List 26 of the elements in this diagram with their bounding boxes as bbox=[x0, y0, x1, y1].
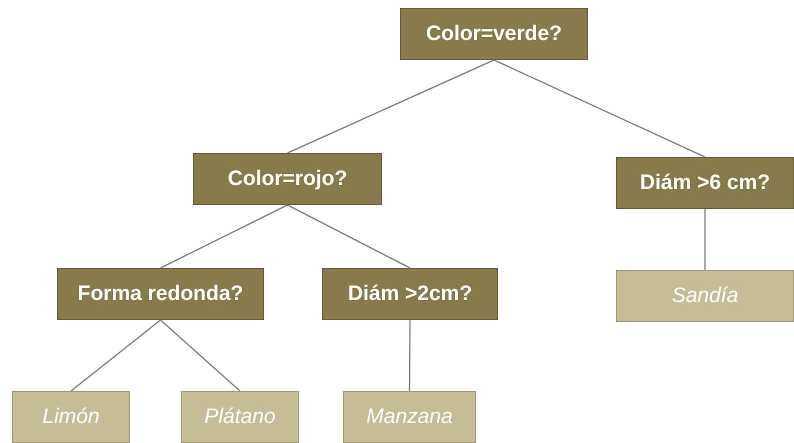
fruit-label: Limón bbox=[42, 405, 100, 429]
connector-line bbox=[70, 320, 161, 392]
connector-line bbox=[704, 209, 706, 270]
leaf-box bbox=[616, 270, 794, 322]
connector-line bbox=[160, 204, 288, 269]
leaf-box bbox=[343, 391, 476, 443]
decision-box bbox=[616, 157, 794, 209]
connector-line bbox=[408, 320, 411, 391]
connector-line bbox=[494, 59, 706, 158]
question-text: Diám >6 cm? bbox=[640, 171, 770, 195]
leaf-box bbox=[12, 391, 130, 443]
question-text: Color=verde? bbox=[426, 22, 562, 46]
leaf-box bbox=[181, 391, 299, 443]
fruit-label: Manzana bbox=[366, 405, 453, 429]
fruit-label: Sandía bbox=[672, 284, 738, 308]
decision-box bbox=[400, 8, 588, 60]
fruit-label: Plátano bbox=[204, 405, 276, 429]
question-text: Forma redonda? bbox=[78, 282, 244, 306]
question-text: Diám >2cm? bbox=[348, 282, 472, 306]
connector-line bbox=[287, 59, 494, 154]
decision-box bbox=[193, 153, 382, 205]
question-text: Color=rojo? bbox=[228, 167, 348, 191]
decision-box bbox=[322, 268, 498, 320]
connector-line bbox=[160, 320, 240, 392]
connector-line bbox=[287, 204, 410, 269]
decision-box bbox=[57, 268, 264, 320]
